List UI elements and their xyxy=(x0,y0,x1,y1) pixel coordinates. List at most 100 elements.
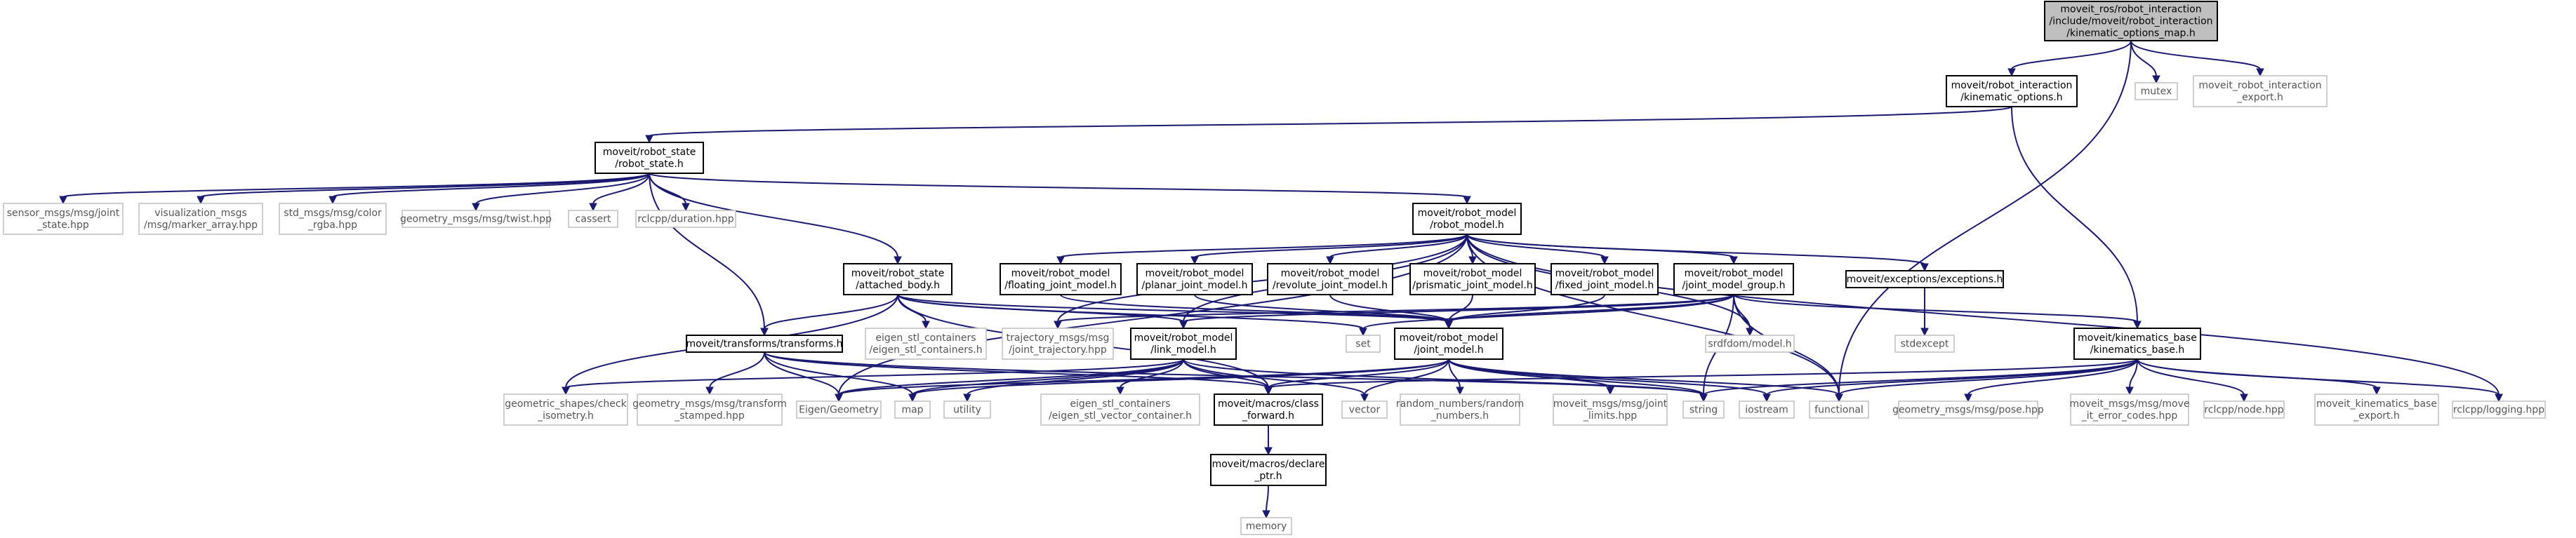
node-label-line: /kinematics_base.h xyxy=(2090,344,2184,356)
node-box xyxy=(894,401,931,419)
node-box xyxy=(1894,335,1955,353)
node-pose: geometry_msgs/msg/pose.hpp xyxy=(1892,401,2044,419)
node-utility: utility xyxy=(943,401,991,419)
edge-robot_state-to-twist xyxy=(475,173,650,205)
node-revolute-joint[interactable]: moveit/robot_model/revolute_joint_model.… xyxy=(1267,263,1393,295)
node-joint-model-group[interactable]: moveit/robot_model/joint_model_group.h xyxy=(1673,263,1794,295)
node-label-line: moveit/transforms/transforms.h xyxy=(686,339,842,350)
edge-kinematics_base-to-class_forward xyxy=(1268,358,2138,389)
node-label-line: utility xyxy=(953,405,981,416)
node-planar-joint[interactable]: moveit/robot_model/planar_joint_model.h xyxy=(1136,263,1253,295)
arrowhead-robot_model-to-revolute_joint xyxy=(1326,256,1334,265)
node-srdfdom: srdfdom/model.h xyxy=(1705,335,1795,353)
node-prismatic-joint[interactable]: moveit/robot_model/prismatic_joint_model… xyxy=(1409,263,1536,295)
node-floating-joint[interactable]: moveit/robot_model/floating_joint_model.… xyxy=(1000,263,1122,295)
node-label-line: moveit/robot_model xyxy=(1134,332,1233,344)
node-fixed-joint[interactable]: moveit/robot_model/fixed_joint_model.h xyxy=(1551,263,1659,295)
edge-joint_model-to-class_forward xyxy=(1268,358,1449,389)
arrowhead-kinematic_options-to-robot_state xyxy=(645,135,653,144)
arrowhead-robot_model-to-exceptions xyxy=(1920,263,1929,272)
node-box xyxy=(2203,401,2285,419)
edge-kinematics_base-to-iostream xyxy=(1766,358,2138,396)
edge-kinematics_base-to-logging xyxy=(2137,358,2499,396)
node-label-line: moveit/robot_model xyxy=(1281,268,1380,279)
node-box xyxy=(1412,203,1522,235)
edge-link_model-to-check_isometry xyxy=(565,358,1184,389)
node-transforms[interactable]: moveit/transforms/transforms.h xyxy=(686,335,843,353)
edge-link_model-to-eigen_geometry xyxy=(838,358,1184,396)
node-box xyxy=(1682,401,1725,419)
node-box xyxy=(1346,335,1381,353)
edge-joint_model-to-random_numbers xyxy=(1448,358,1461,389)
node-label-line: moveit/robot_model xyxy=(1685,268,1784,279)
node-box xyxy=(1341,401,1388,419)
arrowhead-joint_model-to-vector xyxy=(1360,394,1369,403)
node-exceptions[interactable]: moveit/exceptions/exceptions.h xyxy=(1845,270,2004,288)
node-declare-ptr[interactable]: moveit/macros/declare_ptr.h xyxy=(1210,454,1327,486)
arrowhead-link_model-to-eigen_stl_vector xyxy=(1116,386,1124,396)
node-label-line: vector xyxy=(1349,405,1381,416)
node-kinematics-base[interactable]: moveit/kinematics_base/kinematics_base.h xyxy=(2073,328,2201,360)
node-root[interactable]: moveit_ros/robot_interaction/include/mov… xyxy=(2044,1,2218,41)
node-box xyxy=(2193,75,2328,107)
node-class-forward[interactable]: moveit/macros/class_forward.h xyxy=(1214,394,1323,426)
arrowhead-robot_model-to-joint_model_group xyxy=(1729,256,1738,265)
edge-floating_joint-to-joint_model xyxy=(1060,294,1449,323)
node-label-line: moveit/robot_model xyxy=(1418,208,1517,219)
node-label-line: sensor_msgs/msg/joint xyxy=(7,208,120,219)
node-label-line: /eigen_stl_vector_container.h xyxy=(1049,410,1192,422)
edge-kinematics_base-to-kb_export xyxy=(2137,358,2377,389)
edge-robot_model-to-planar_joint xyxy=(1194,234,1468,258)
node-link-model[interactable]: moveit/robot_model/link_model.h xyxy=(1130,328,1237,360)
node-label-line: _ptr.h xyxy=(1254,471,1282,482)
node-ri-export: moveit_robot_interaction_export.h xyxy=(2193,75,2328,107)
node-box xyxy=(138,203,263,235)
arrowhead-robot_state-to-color_rgba xyxy=(328,196,337,205)
node-box xyxy=(1845,270,2004,288)
node-map: map xyxy=(894,401,931,419)
node-string: string xyxy=(1682,401,1725,419)
node-label-line: /msg/marker_array.hpp xyxy=(144,220,258,231)
node-box xyxy=(1000,263,1122,295)
node-label-line: string xyxy=(1689,405,1718,416)
node-label-line: _rgba.hpp xyxy=(307,220,357,231)
edge-link_model-to-string xyxy=(1183,358,1704,396)
node-joint-trajectory: trajectory_msgs/msg/joint_trajectory.hpp xyxy=(1002,328,1114,360)
node-eigen-geometry: Eigen/Geometry xyxy=(796,401,882,419)
edge-transforms-to-map xyxy=(764,351,913,396)
node-label-line: /robot_model.h xyxy=(1430,220,1504,231)
node-attached-body[interactable]: moveit/robot_state/attached_body.h xyxy=(843,263,952,295)
arrowhead-link_model-to-utility xyxy=(963,394,971,403)
edge-root-to-kinematic_options xyxy=(2011,40,2132,70)
node-robot-model[interactable]: moveit/robot_model/robot_model.h xyxy=(1412,203,1522,235)
node-joint-model[interactable]: moveit/robot_model/joint_model.h xyxy=(1394,328,1503,360)
node-label-line: _isometry.h xyxy=(537,410,594,422)
edge-joint_model_group-to-joint_trajectory xyxy=(1057,294,1734,323)
edge-link_model-to-map xyxy=(912,358,1184,396)
edge-robot_state-to-robot_model xyxy=(649,173,1468,198)
arrowhead-robot_state-to-duration xyxy=(682,203,690,212)
arrowhead-link_model-to-check_isometry xyxy=(562,386,570,396)
arrowhead-kinematics_base-to-pose xyxy=(1964,394,1972,403)
node-box xyxy=(1946,75,2078,107)
node-label-line: memory xyxy=(1246,521,1287,532)
edge-robot_model-to-exceptions xyxy=(1466,234,1925,265)
node-label-line: moveit_ros/robot_interaction xyxy=(2060,4,2201,15)
node-label-line: _forward.h xyxy=(1242,410,1294,422)
node-label-line: _export.h xyxy=(2353,410,2400,422)
node-box xyxy=(635,210,736,228)
edge-robot_state-to-marker_array xyxy=(200,173,650,198)
node-label-line: map xyxy=(901,405,923,416)
edge-joint_model_group-to-link_model xyxy=(1183,294,1734,323)
arrowhead-kinematics_base-to-class_forward xyxy=(1264,386,1273,396)
edge-joint_model-to-functional xyxy=(1448,358,1840,396)
edge-kinematic_options-to-kinematics_base xyxy=(2011,106,2138,323)
edge-robot_state-to-color_rgba xyxy=(332,173,650,198)
node-kinematic-options[interactable]: moveit/robot_interaction/kinematic_optio… xyxy=(1946,75,2078,107)
node-label-line: moveit_msgs/msg/move xyxy=(2070,398,2190,410)
node-box xyxy=(401,210,550,228)
node-robot-state[interactable]: moveit/robot_state/robot_state.h xyxy=(595,142,704,174)
edge-transforms-to-transform_stamped xyxy=(709,351,765,389)
arrowhead-robot_model-to-fixed_joint xyxy=(1600,256,1609,265)
node-box xyxy=(595,142,704,174)
